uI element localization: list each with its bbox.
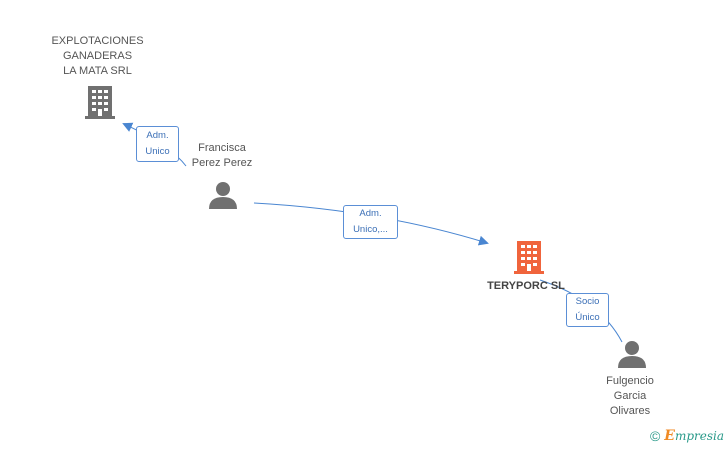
edge-label-socio-unico[interactable]: Socio Único [566,293,609,327]
node-label-fulgencio[interactable]: Fulgencio Garcia Olivares [606,375,654,417]
node-label-explotaciones[interactable]: EXPLOTACIONES GANADERAS LA MATA SRL [51,35,144,77]
node-label-francisca[interactable]: Francisca Perez Perez [191,142,253,169]
building-icon-main[interactable] [514,241,544,274]
footer-brand: © Empresia [650,428,724,444]
node-label-teryporc[interactable]: TERYPORC SL [487,280,565,292]
person-icon[interactable] [618,341,646,368]
copyright-icon: © [649,428,661,444]
person-icon[interactable] [209,182,237,209]
edge-label-adm-unico[interactable]: Adm. Unico [136,126,179,162]
brand-logo[interactable]: Empresia [664,428,724,444]
edge-label-adm-unico-multi[interactable]: Adm. Unico,... [343,205,398,239]
building-icon[interactable] [85,86,115,119]
